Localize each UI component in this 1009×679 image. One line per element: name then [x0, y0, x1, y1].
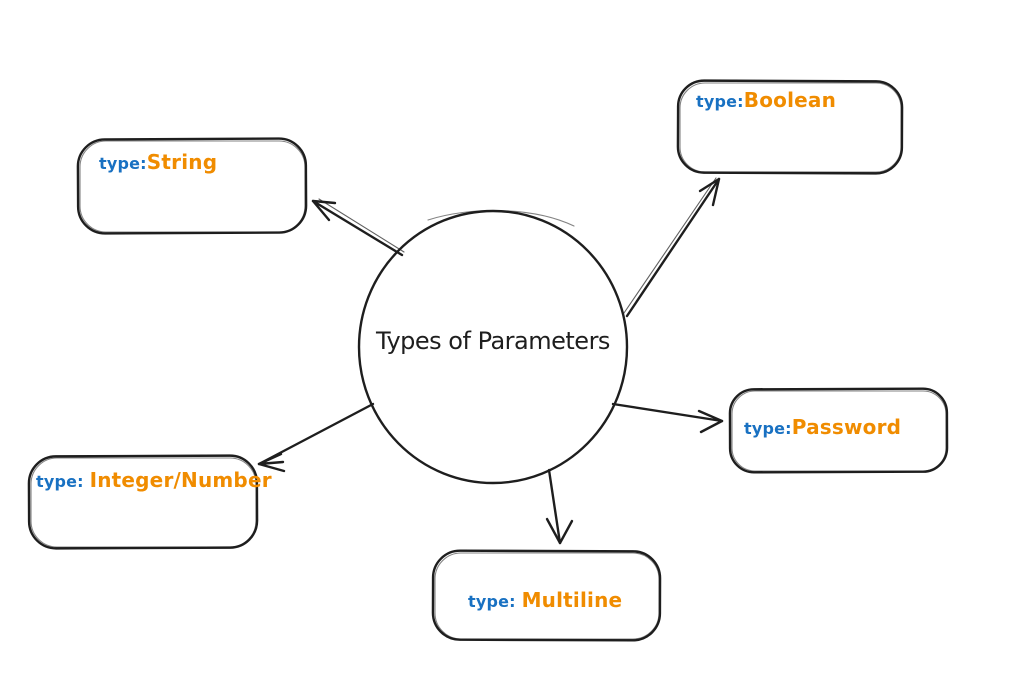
label-prefix: type:: [468, 592, 522, 611]
node-label-string: type:String: [99, 150, 217, 174]
node-label-multiline: type: Multiline: [468, 588, 622, 612]
node-box-integer: [27, 454, 259, 550]
arrow-to-boolean: [623, 177, 721, 318]
label-value: Boolean: [743, 88, 837, 112]
label-value: Integer/Number: [89, 468, 272, 492]
node-label-integer: type: Integer/Number: [36, 468, 272, 492]
label-value: Password: [791, 415, 902, 439]
label-value: String: [146, 150, 218, 174]
circle-sketch-overlap: [427, 210, 575, 227]
label-prefix: type:: [696, 92, 744, 111]
node-label-password: type:Password: [744, 415, 901, 439]
node-box-boolean: [676, 79, 904, 175]
label-value: Multiline: [521, 588, 623, 612]
arrow-to-multiline: [545, 468, 574, 545]
label-prefix: type:: [36, 472, 90, 491]
center-circle: [357, 209, 629, 485]
node-box-password: [728, 387, 949, 474]
node-label-boolean: type:Boolean: [696, 88, 836, 112]
arrow-to-string: [311, 198, 405, 257]
label-prefix: type:: [744, 419, 792, 438]
center-label: Types of Parameters: [376, 327, 610, 355]
arrow-to-password: [611, 402, 724, 434]
node-box-multiline: [431, 549, 662, 642]
node-box-string: [76, 137, 308, 235]
label-prefix: type:: [99, 154, 147, 173]
arrow-to-integer: [257, 402, 375, 473]
